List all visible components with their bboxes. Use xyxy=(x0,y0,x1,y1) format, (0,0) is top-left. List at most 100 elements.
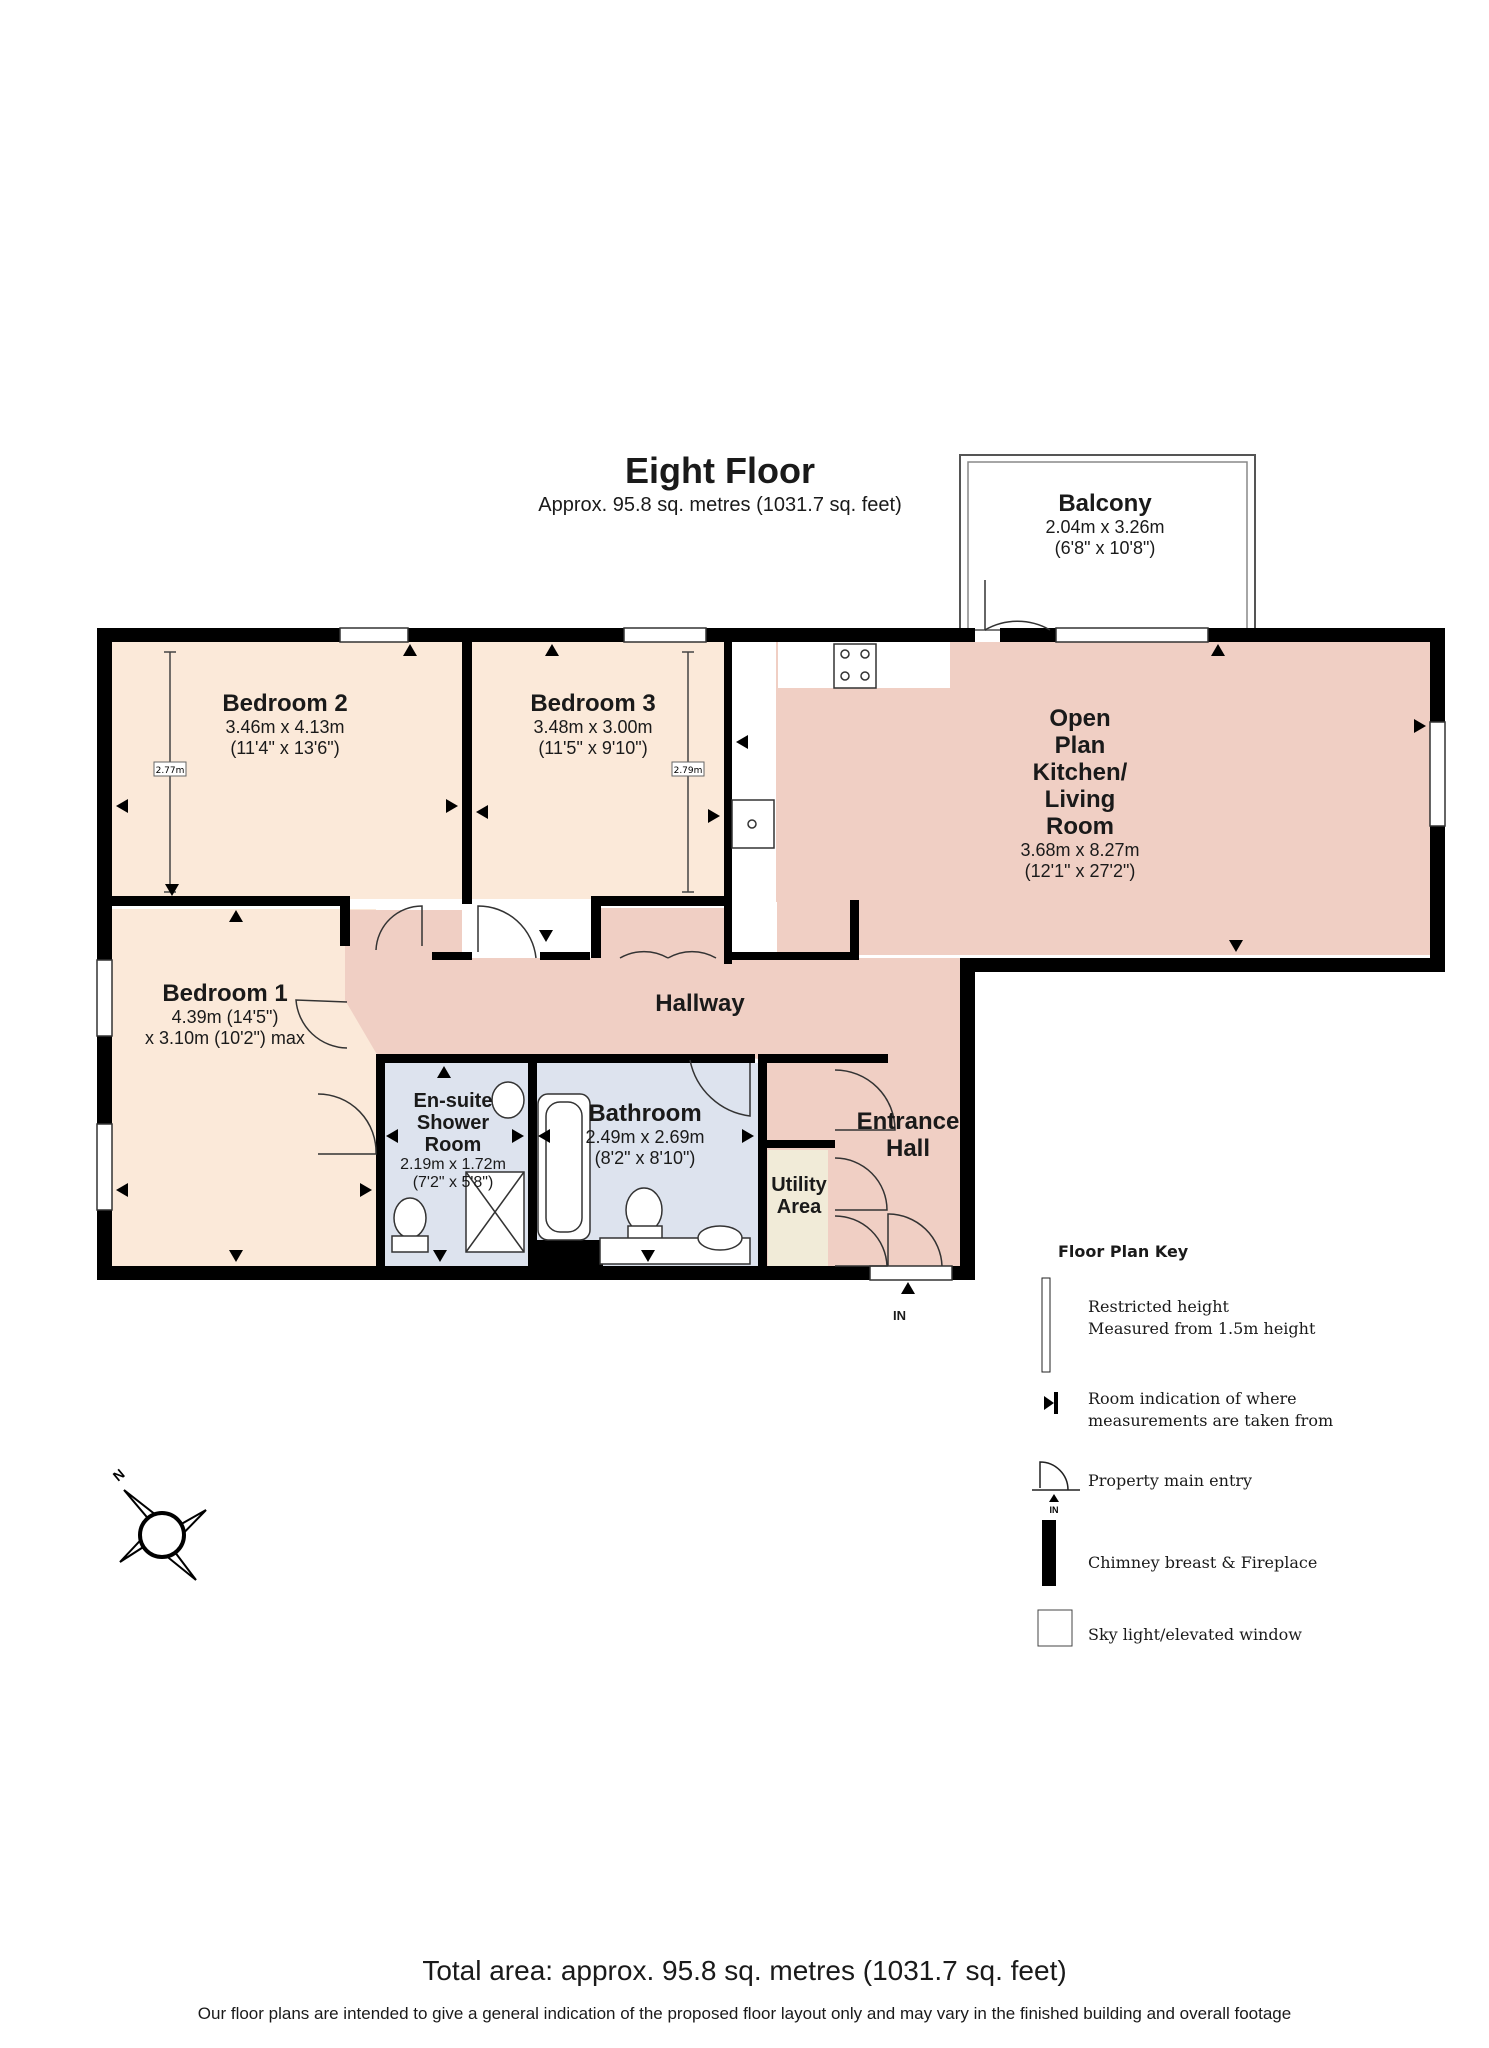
living-window-top xyxy=(1055,627,1209,643)
bedroom-1-window-lower xyxy=(96,1123,113,1211)
floor-area: Approx. 95.8 sq. metres (1031.7 sq. feet… xyxy=(538,494,902,516)
bedroom-3-dim-m: 3.48m x 3.00m xyxy=(533,717,653,737)
floor-title: Eight Floor xyxy=(625,450,815,491)
ensuite-name-line-1: En-suite xyxy=(413,1090,493,1112)
key-item-3-line-1: Property main entry xyxy=(1088,1471,1253,1490)
utility-name-line-2: Area xyxy=(776,1196,822,1218)
kitchen-counter-area xyxy=(728,642,776,944)
ensuite-basin xyxy=(491,1081,525,1119)
bedroom-3-dim-ft: (11'5" x 9'10") xyxy=(538,738,648,758)
hallway-label: Hallway xyxy=(620,990,780,1017)
measurement-markers xyxy=(116,644,1426,1294)
compass-north-label: N xyxy=(110,1466,128,1485)
main-entry-door xyxy=(887,1213,943,1267)
bathroom-dim-ft: (8'2" x 8'10") xyxy=(594,1148,696,1168)
bedroom-1-dim-line-1: 4.39m (14'5") xyxy=(171,1007,279,1027)
fixtures xyxy=(391,643,877,1265)
bathroom-dim-m: 2.49m x 2.69m xyxy=(585,1127,705,1147)
key-item-1-line-1: Restricted height xyxy=(1088,1297,1229,1316)
key-item-2-line-1: Room indication of where xyxy=(1088,1389,1297,1408)
ensuite-toilet xyxy=(393,1197,427,1239)
bedroom-1-name: Bedroom 1 xyxy=(162,980,288,1007)
bedroom-1-dim-line-2: x 3.10m (10'2") max xyxy=(145,1028,305,1048)
bedroom-2-door xyxy=(375,905,423,951)
entry-threshold xyxy=(869,1265,953,1281)
balcony-label: Balcony 2.04m x 3.26m (6'8" x 10'8") xyxy=(1000,490,1210,559)
main-entry-icon xyxy=(1032,1461,1080,1502)
key-item-1-line-2: Measured from 1.5m height xyxy=(1088,1319,1316,1338)
bedroom-1-window-upper xyxy=(96,959,113,1037)
bedroom-3-restricted-height: 2.79m xyxy=(674,766,703,776)
key-item-2-line-2: measurements are taken from xyxy=(1088,1411,1334,1430)
living-room-label: Open Plan Kitchen/ Living Room 3.68m x 8… xyxy=(970,705,1190,882)
disclaimer: Our floor plans are intended to give a g… xyxy=(197,2004,1292,2023)
hallway-double-door xyxy=(619,950,717,959)
bedroom-2-name: Bedroom 2 xyxy=(222,690,348,717)
hallway-name: Hallway xyxy=(655,990,745,1017)
sky-light-icon xyxy=(1037,1609,1073,1647)
bedroom-2-label: Bedroom 2 3.46m x 4.13m (11'4" x 13'6") xyxy=(180,690,390,759)
compass-rose xyxy=(119,1489,207,1581)
bedroom-2-dim-ft: (11'4" x 13'6") xyxy=(230,738,340,758)
bedroom-3-name: Bedroom 3 xyxy=(530,690,656,717)
chimney-breast-icon xyxy=(1042,1520,1056,1586)
key-item-measurement: Room indication of where measurements ar… xyxy=(1088,1388,1348,1432)
key-item-4-line-1: Chimney breast & Fireplace xyxy=(1088,1553,1318,1572)
utility-door-lower xyxy=(834,1215,888,1267)
bedroom-1-area xyxy=(112,909,376,1266)
living-room-area xyxy=(728,642,1440,955)
key-item-restricted-height: Restricted height Measured from 1.5m hei… xyxy=(1088,1296,1348,1340)
bedroom-3-door xyxy=(477,905,537,959)
living-room-dim-m: 3.68m x 8.27m xyxy=(1020,840,1140,860)
bedroom-3-window xyxy=(623,627,707,643)
ensuite-dim-ft: (7'2" x 5'8") xyxy=(412,1174,494,1191)
key-icons xyxy=(1032,1277,1080,1647)
balcony-door xyxy=(984,580,1051,631)
restricted-height-icon xyxy=(1041,1277,1051,1373)
key-title: Floor Plan Key xyxy=(1058,1242,1189,1261)
balcony-dim-ft: (6'8" x 10'8") xyxy=(1054,538,1156,558)
utility-area-label: Utility Area xyxy=(764,1174,834,1218)
ensuite-dim-m: 2.19m x 1.72m xyxy=(400,1156,506,1173)
key-item-sky-light: Sky light/elevated window xyxy=(1088,1624,1348,1646)
main-entry-label: IN xyxy=(893,1308,906,1323)
living-room-name-line-1: Open xyxy=(1049,705,1111,732)
ensuite-name-line-2: Shower xyxy=(416,1112,490,1134)
total-area: Total area: approx. 95.8 sq. metres (103… xyxy=(422,1955,1067,1986)
bedroom-1-label: Bedroom 1 4.39m (14'5") x 3.10m (10'2") … xyxy=(112,980,338,1049)
bedroom-2-dim-m: 3.46m x 4.13m xyxy=(225,717,345,737)
living-room-name-line-5: Room xyxy=(1046,813,1114,840)
ensuite-name-line-3: Room xyxy=(424,1134,482,1156)
key-item-main-entry: Property main entry xyxy=(1088,1470,1348,1492)
windows xyxy=(96,627,1446,1281)
balcony-dim-m: 2.04m x 3.26m xyxy=(1045,517,1165,537)
living-window-right xyxy=(1429,721,1446,827)
entrance-hall-name-line-2: Hall xyxy=(885,1135,930,1162)
bathroom-door xyxy=(689,1059,751,1117)
key-entry-icon-label: IN xyxy=(1050,1505,1059,1515)
key-item-5-line-1: Sky light/elevated window xyxy=(1088,1625,1302,1644)
entrance-hall-label: Entrance Hall xyxy=(838,1108,978,1162)
bedroom-1-door xyxy=(295,999,348,1049)
utility-name-line-1: Utility xyxy=(771,1174,827,1196)
bathroom-name: Bathroom xyxy=(588,1100,702,1127)
utility-door xyxy=(834,1157,888,1211)
doors xyxy=(295,580,1051,1267)
bedroom-3-label: Bedroom 3 3.48m x 3.00m (11'5" x 9'10") xyxy=(488,690,698,759)
bedroom-2-window xyxy=(339,627,409,643)
utility-area xyxy=(768,1150,828,1266)
entrance-cupboard-door xyxy=(834,1069,896,1131)
living-room-name-line-4: Living xyxy=(1044,786,1116,813)
entrance-hall-name-line-1: Entrance xyxy=(856,1108,960,1135)
living-room-name-line-2: Plan xyxy=(1054,732,1106,759)
living-room-name-line-3: Kitchen/ xyxy=(1032,759,1128,786)
hob xyxy=(833,643,877,689)
bath-basin xyxy=(599,1237,751,1265)
walls xyxy=(97,628,1445,1280)
bathroom-label: Bathroom 2.49m x 2.69m (8'2" x 8'10") xyxy=(560,1100,730,1169)
key-item-chimney: Chimney breast & Fireplace xyxy=(1088,1552,1348,1574)
bedroom-1-side-door xyxy=(317,1093,377,1155)
balcony-name: Balcony xyxy=(1058,490,1152,517)
measurement-marker-icon xyxy=(1044,1392,1058,1414)
